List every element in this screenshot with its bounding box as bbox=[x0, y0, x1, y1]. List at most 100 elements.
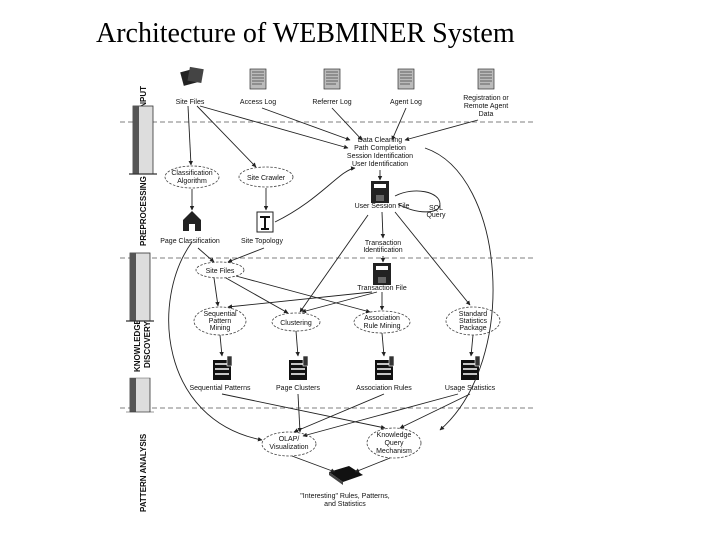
edge bbox=[221, 393, 386, 430]
transaction-file-disk-icon bbox=[373, 263, 391, 285]
edge bbox=[354, 457, 391, 473]
edge bbox=[394, 190, 441, 213]
usage-statistics-label: Usage Statistics bbox=[445, 385, 496, 392]
kqm-label-1: Knowledge bbox=[377, 432, 412, 439]
edge bbox=[225, 277, 289, 314]
edge bbox=[168, 241, 263, 442]
edge bbox=[297, 393, 303, 433]
phase-label-pattern-analysis: PATTERN ANALYSIS bbox=[139, 433, 148, 512]
slide-title: Architecture of WEBMINER System bbox=[96, 18, 515, 49]
access-log-label: Access Log bbox=[240, 99, 276, 106]
input-site-files: Site Files bbox=[176, 66, 205, 106]
input-registration-data: Registration or Remote Agent Data bbox=[463, 68, 509, 118]
sequential-patterns-icon bbox=[212, 355, 233, 381]
standard-label-3: Package bbox=[459, 325, 486, 332]
edge bbox=[187, 105, 194, 166]
sql-label-1: SQL bbox=[429, 205, 443, 212]
kqm-label-2: Query bbox=[384, 440, 404, 447]
edge bbox=[301, 291, 378, 314]
input-referrer-log: Referrer Log bbox=[312, 68, 352, 106]
edge bbox=[227, 247, 265, 263]
sql-query-node: SQL Query bbox=[426, 205, 446, 219]
transaction-file-node: Transaction File bbox=[357, 263, 407, 292]
classification-label-1: Classification bbox=[171, 170, 212, 177]
edge bbox=[196, 105, 257, 168]
diagram-edges bbox=[168, 105, 494, 473]
olap-label-2: Visualization bbox=[269, 444, 308, 451]
site-topology-node: Site Topology bbox=[241, 211, 283, 245]
edge bbox=[404, 119, 479, 142]
agent-log-label: Agent Log bbox=[390, 99, 422, 106]
usage-statistics-node: Usage Statistics bbox=[445, 355, 496, 392]
interesting-label-2: and Statistics bbox=[324, 501, 366, 508]
phase-label-preprocessing: PREPROCESSING bbox=[139, 176, 148, 246]
edge bbox=[399, 393, 471, 429]
knowledge-query-mechanism-node: Knowledge Query Mechanism bbox=[366, 427, 422, 459]
user-session-file-label: User Session File bbox=[355, 203, 410, 210]
data-cleaning-node: Data Cleaning Path Completion Session Id… bbox=[347, 137, 413, 168]
sequential-pattern-mining-node: Sequential Pattern Mining bbox=[193, 306, 247, 336]
page-clusters-icon bbox=[288, 355, 309, 381]
phase-label-discovery-2: DISCOVERY bbox=[143, 321, 152, 368]
user-session-file-node: User Session File bbox=[355, 181, 410, 210]
sequential-label-1: Sequential bbox=[203, 311, 237, 318]
referrer-log-label: Referrer Log bbox=[312, 99, 351, 106]
association-rules-icon bbox=[374, 355, 395, 381]
olap-visualization-node: OLAP/ Visualization bbox=[261, 431, 317, 457]
interesting-label-1: "Interesting" Rules, Patterns, bbox=[300, 493, 389, 500]
sequential-patterns-node: Sequential Patterns bbox=[189, 355, 251, 392]
edge bbox=[391, 107, 407, 141]
edge bbox=[469, 334, 474, 357]
edge bbox=[213, 277, 220, 307]
page-classification-label: Page Classification bbox=[160, 238, 220, 245]
association-label-2: Rule Mining bbox=[364, 323, 401, 330]
edge bbox=[381, 332, 386, 357]
site-files-2-node: Site Files bbox=[195, 261, 245, 279]
edge bbox=[219, 334, 224, 357]
agent-log-document-icon bbox=[397, 68, 415, 90]
page-clusters-label: Page Clusters bbox=[276, 385, 320, 392]
sequential-patterns-label: Sequential Patterns bbox=[189, 385, 251, 392]
edge bbox=[197, 247, 215, 263]
page-classification-node: Page Classification bbox=[160, 211, 220, 245]
cleaning-label-4: User Identification bbox=[352, 161, 408, 168]
sequential-label-2: Pattern bbox=[209, 318, 232, 325]
phase-label-discovery-1: KNOWLEDGE bbox=[133, 318, 142, 372]
transaction-file-label: Transaction File bbox=[357, 285, 407, 292]
sequential-label-3: Mining bbox=[210, 325, 231, 332]
site-files-2-label: Site Files bbox=[206, 268, 235, 275]
edge bbox=[302, 393, 459, 438]
access-log-document-icon bbox=[249, 68, 267, 90]
transaction-id-label-2: Identification bbox=[363, 247, 402, 254]
edge bbox=[261, 107, 351, 141]
referrer-log-document-icon bbox=[323, 68, 341, 90]
edge bbox=[293, 393, 385, 433]
association-rules-node: Association Rules bbox=[356, 355, 412, 392]
page-clusters-node: Page Clusters bbox=[276, 355, 320, 392]
edge bbox=[394, 211, 471, 306]
edge bbox=[199, 105, 349, 150]
input-access-log: Access Log bbox=[240, 68, 276, 106]
association-rules-label: Association Rules bbox=[356, 385, 412, 392]
cleaning-label-2: Path Completion bbox=[354, 145, 406, 152]
edge bbox=[295, 330, 300, 357]
edge bbox=[227, 291, 373, 309]
clustering-node: Clustering bbox=[271, 312, 321, 332]
registration-label-3: Data bbox=[479, 111, 494, 118]
edge bbox=[331, 107, 363, 141]
server-icon bbox=[125, 252, 155, 322]
edge bbox=[424, 147, 494, 431]
transaction-identification-node: Transaction Identification bbox=[363, 240, 402, 254]
site-crawler-label: Site Crawler bbox=[247, 175, 286, 182]
interesting-results-node: "Interesting" Rules, Patterns, and Stati… bbox=[300, 466, 390, 508]
clustering-label: Clustering bbox=[280, 320, 312, 327]
user-session-disk-icon bbox=[371, 181, 389, 203]
classification-label-2: Algorithm bbox=[177, 178, 207, 185]
transaction-id-label-1: Transaction bbox=[365, 240, 401, 247]
standard-label-1: Standard bbox=[459, 311, 488, 318]
registration-label-2: Remote Agent bbox=[464, 103, 508, 110]
olap-label-1: OLAP/ bbox=[279, 436, 300, 443]
input-agent-log: Agent Log bbox=[390, 68, 422, 106]
association-rule-mining-node: Association Rule Mining bbox=[353, 310, 411, 334]
